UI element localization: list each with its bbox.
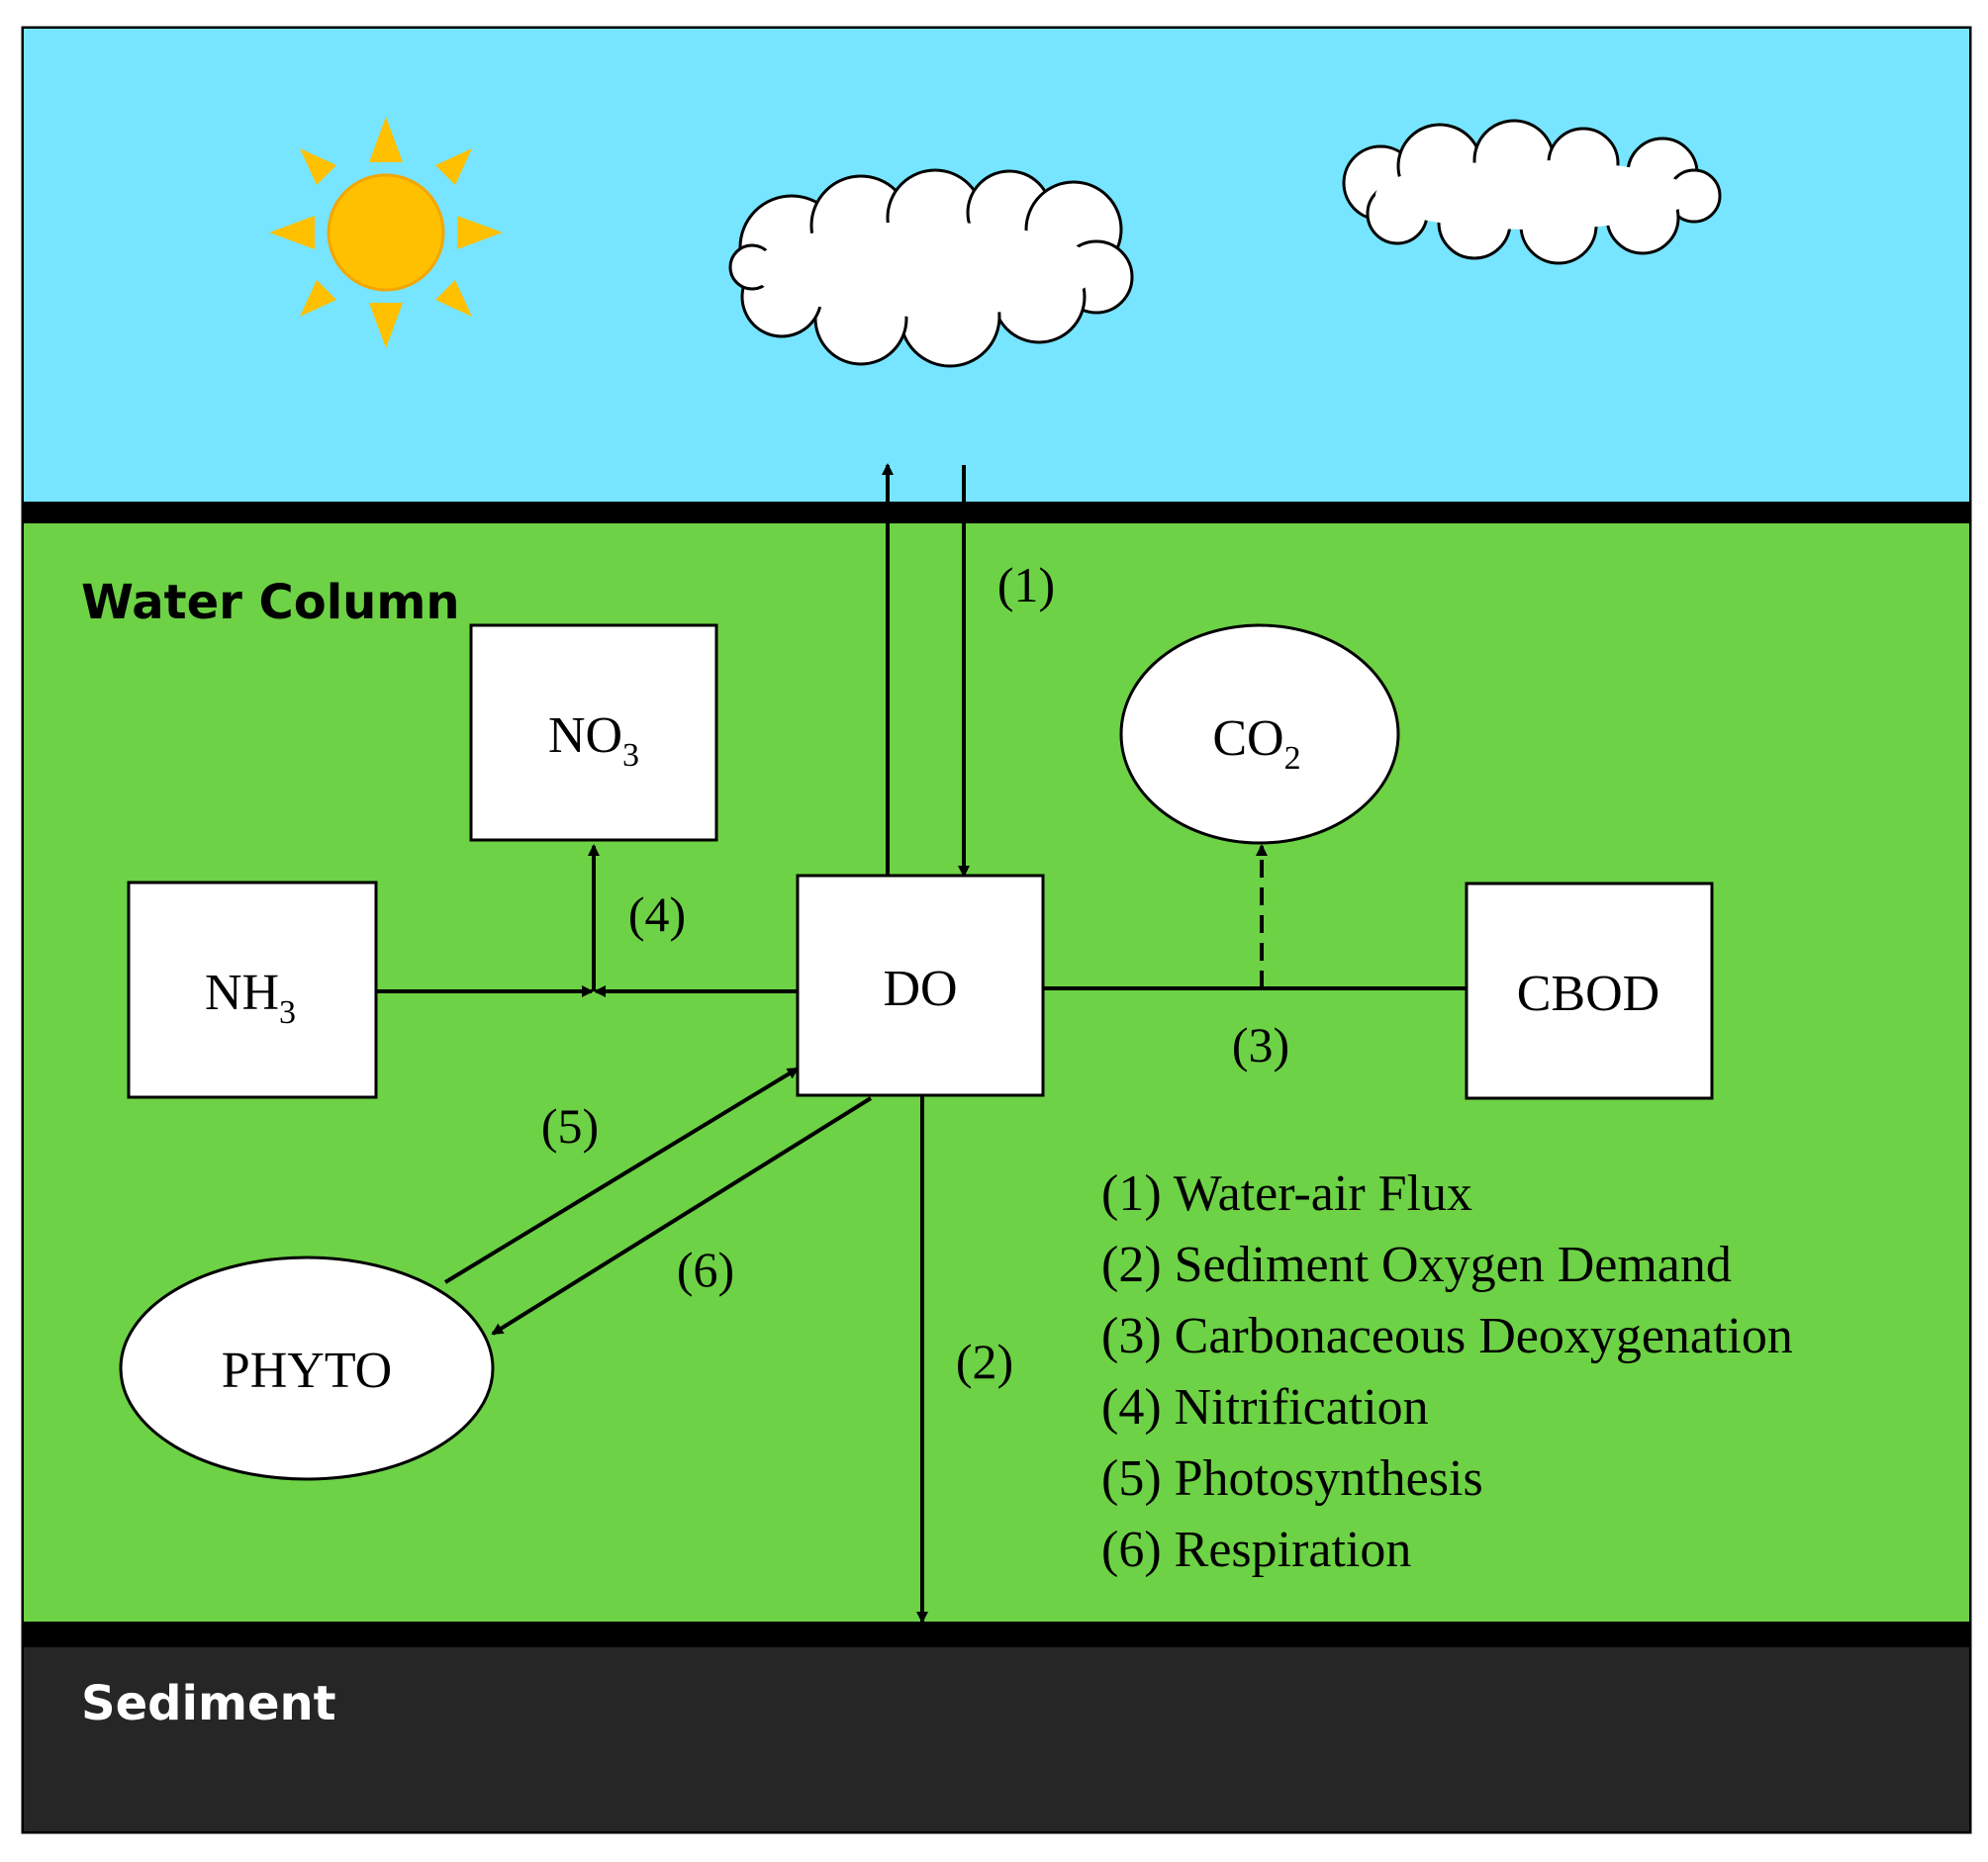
nh3-base: NH [205, 965, 279, 1021]
process-label-5: (5) [541, 1098, 599, 1154]
process-label-3: (3) [1232, 1017, 1289, 1072]
photosynthesis-arrow [443, 1067, 800, 1284]
do-node: DO [796, 874, 1045, 1097]
no3-base: NO [548, 707, 622, 764]
water-surface-line [24, 502, 1969, 523]
sediment-boundary-line [24, 1622, 1969, 1647]
process-label-4: (4) [628, 886, 686, 942]
nh3-node: NH3 [127, 881, 378, 1099]
process-label-1: (1) [997, 557, 1055, 612]
legend-item-sediment-oxygen-demand: (2) Sediment Oxygen Demand [1101, 1237, 1732, 1293]
svg-text:CO2: CO2 [1212, 710, 1300, 777]
svg-text:NO3: NO3 [548, 707, 639, 774]
process-label-2: (2) [956, 1334, 1013, 1389]
cloud-icon [728, 168, 1134, 368]
water-column-label: Water Column [81, 575, 460, 630]
cloud-icon [1342, 119, 1722, 265]
co2-node: CO2 [1119, 623, 1400, 845]
co2-base: CO [1212, 710, 1283, 767]
legend-item-water-air-flux: (1) Water-air Flux [1101, 1165, 1472, 1222]
respiration-arrow [491, 1096, 873, 1336]
nh3-subscript: 3 [279, 994, 296, 1031]
sun-icon [269, 117, 503, 348]
co2-subscript: 2 [1284, 740, 1301, 777]
legend-item-respiration: (6) Respiration [1101, 1522, 1411, 1578]
sediment-label: Sediment [81, 1676, 336, 1731]
legend-item-photosynthesis: (5) Photosynthesis [1101, 1450, 1483, 1507]
do-label: DO [883, 961, 957, 1017]
svg-text:NH3: NH3 [205, 965, 296, 1031]
no3-node: NO3 [469, 623, 718, 842]
no3-subscript: 3 [622, 737, 639, 774]
process-label-6: (6) [677, 1242, 734, 1297]
cbod-label: CBOD [1517, 966, 1659, 1022]
phyto-label: PHYTO [222, 1343, 392, 1399]
phyto-node: PHYTO [119, 1256, 495, 1481]
cbod-node: CBOD [1465, 882, 1714, 1100]
legend-item-carbonaceous-deoxygenation: (3) Carbonaceous Deoxygenation [1101, 1308, 1793, 1364]
legend-item-nitrification: (4) Nitrification [1101, 1379, 1429, 1436]
sediment-region [24, 1647, 1969, 1831]
process-legend: (1) Water-air Flux (2) Sediment Oxygen D… [1101, 1165, 1793, 1578]
